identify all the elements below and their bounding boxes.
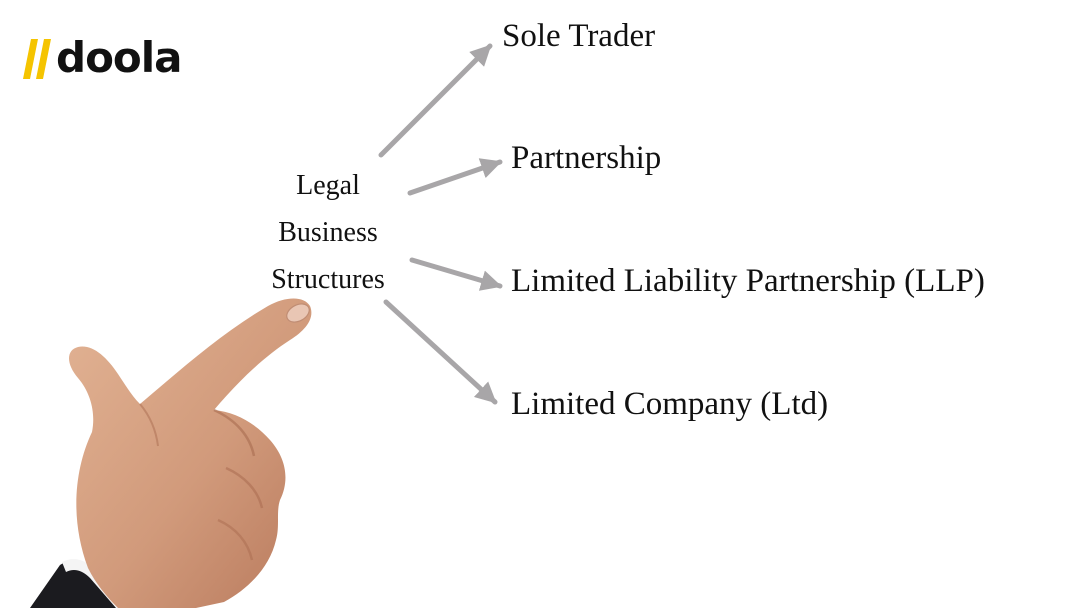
branch-limited-company: Limited Company (Ltd) <box>511 386 829 422</box>
branch-partnership: Partnership <box>511 140 662 176</box>
doola-logo: doola <box>22 30 183 86</box>
logo-wordmark: doola <box>56 33 183 82</box>
central-topic-line-1: Legal <box>296 170 360 201</box>
branch-llp: Limited Liability Partnership (LLP) <box>511 263 985 299</box>
central-topic-line-3: Structures <box>271 264 385 295</box>
pointing-hand-icon <box>30 298 312 608</box>
central-topic-line-2: Business <box>278 217 378 248</box>
arrow-to-limited-company <box>383 299 498 405</box>
arrow-to-sole-trader <box>378 43 493 158</box>
logo-slash-bars-icon <box>23 39 51 79</box>
central-topic: Legal Business Structures <box>248 162 408 303</box>
arrow-to-llp <box>409 257 503 291</box>
branch-sole-trader: Sole Trader <box>502 18 656 54</box>
arrow-to-partnership <box>407 158 503 196</box>
